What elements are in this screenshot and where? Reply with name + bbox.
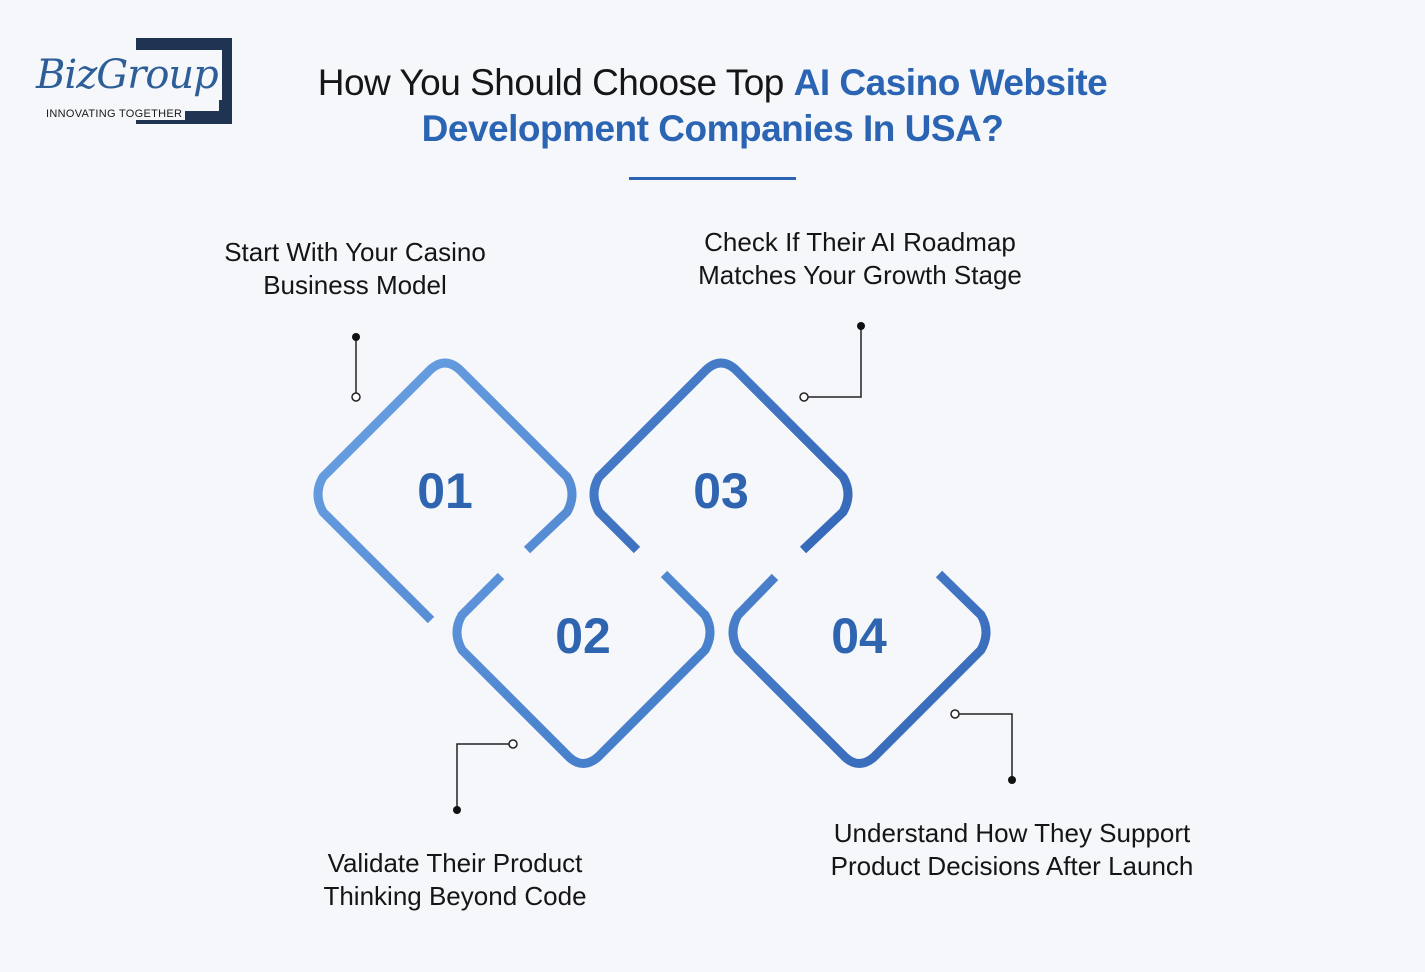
diamond-02-outline (452, 570, 715, 768)
step-number-04: 04 (831, 608, 887, 664)
step-label-01-line2: Business Model (263, 270, 447, 300)
connector-03 (799, 322, 865, 402)
step-label-04-line1: Understand How They Support (833, 818, 1191, 848)
step-number-01: 01 (417, 463, 473, 519)
bizgroup-logo: BizGroup INNOVATING TOGETHER (30, 36, 240, 128)
connector-01 (351, 333, 361, 402)
connector-04 (950, 709, 1016, 784)
logo-tagline: INNOVATING TOGETHER (46, 108, 186, 120)
step-number-02: 02 (555, 608, 611, 664)
title-underline (629, 177, 796, 180)
step-label-03-line1: Check If Their AI Roadmap (704, 227, 1016, 257)
diamond-03-outline (589, 358, 853, 554)
step-label-04: Understand How They Support Product Deci… (792, 817, 1232, 883)
step-label-02-line1: Validate Their Product (327, 848, 583, 878)
diamond-04-outline (728, 570, 991, 768)
step-label-02-line2: Thinking Beyond Code (323, 881, 587, 911)
diamond-01-outline (313, 358, 577, 624)
step-number-03: 03 (693, 463, 749, 519)
step-label-01-line1: Start With Your Casino (224, 237, 486, 267)
step-label-03: Check If Their AI Roadmap Matches Your G… (665, 226, 1055, 292)
step-label-01: Start With Your Casino Business Model (200, 236, 510, 302)
connector-02 (453, 739, 518, 814)
page-title: How You Should Choose Top AI Casino Webs… (270, 60, 1155, 152)
title-accent-line1: AI Casino Website (793, 62, 1108, 103)
step-label-02: Validate Their Product Thinking Beyond C… (295, 847, 615, 913)
title-accent-line2: Development Companies In USA? (421, 108, 1004, 149)
logo-wordmark: BizGroup (36, 50, 222, 100)
step-label-04-line2: Product Decisions After Launch (830, 851, 1194, 881)
step-label-03-line2: Matches Your Growth Stage (698, 260, 1022, 290)
title-plain: How You Should Choose Top (317, 62, 794, 103)
